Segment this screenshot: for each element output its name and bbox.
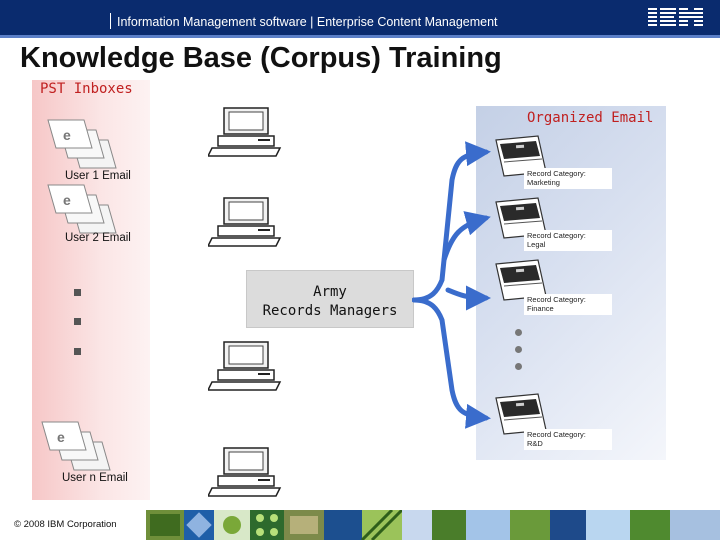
record-category-value: Finance <box>527 303 554 313</box>
email-stack-icon: e <box>41 421 111 471</box>
record-category-legal: Record Category: Legal <box>524 230 612 251</box>
ibm-logo <box>648 8 703 26</box>
army-records-managers-box: Army Records Managers <box>246 270 414 328</box>
record-category-value: R&D <box>527 438 543 448</box>
svg-text:e: e <box>63 127 71 143</box>
file-cabinet-icon <box>495 259 547 301</box>
page-title: Knowledge Base (Corpus) Training <box>20 42 502 74</box>
file-cabinet-icon <box>495 135 547 177</box>
record-category-caption: Record Category: <box>527 430 586 439</box>
header-text: Information Management software | Enterp… <box>117 15 498 29</box>
army-label: Army <box>313 284 347 300</box>
header-bar <box>0 0 720 38</box>
record-category-value: Marketing <box>527 177 560 187</box>
ellipsis-bullet <box>74 289 81 296</box>
computer-icon <box>208 197 282 247</box>
file-cabinet-icon <box>495 393 547 435</box>
organized-email-label: Organized Email <box>527 110 654 126</box>
header-title: Information Management software | Enterp… <box>110 13 498 29</box>
svg-text:e: e <box>57 429 65 445</box>
email-stack-icon: e <box>47 119 117 169</box>
record-category-caption: Record Category: <box>527 169 586 178</box>
record-category-caption: Record Category: <box>527 295 586 304</box>
computer-icon <box>208 447 282 497</box>
computer-icon <box>208 341 282 391</box>
distribution-arrows <box>412 141 491 429</box>
ellipsis-bullet <box>74 318 81 325</box>
svg-text:e: e <box>63 192 71 208</box>
ellipsis-bullet <box>74 348 81 355</box>
user-n-email-label: User n Email <box>62 472 128 484</box>
user-1-email-label: User 1 Email <box>65 170 131 182</box>
ellipsis-dot <box>515 346 522 353</box>
footer-decorative-strip <box>146 510 720 540</box>
copyright-text: © 2008 IBM Corporation <box>14 519 117 530</box>
email-stack-icon: e <box>47 184 117 234</box>
records-managers-label: Records Managers <box>262 303 398 319</box>
record-category-marketing: Record Category: Marketing <box>524 168 612 189</box>
user-2-email-label: User 2 Email <box>65 232 131 244</box>
ellipsis-dot <box>515 329 522 336</box>
file-cabinet-icon <box>495 197 547 239</box>
record-category-value: Legal <box>527 239 546 249</box>
pst-inboxes-label: PST Inboxes <box>40 81 133 97</box>
computer-icon <box>208 107 282 157</box>
header-divider <box>0 35 720 38</box>
record-category-rnd: Record Category: R&D <box>524 429 612 450</box>
ellipsis-dot <box>515 363 522 370</box>
record-category-caption: Record Category: <box>527 231 586 240</box>
record-category-finance: Record Category: Finance <box>524 294 612 315</box>
